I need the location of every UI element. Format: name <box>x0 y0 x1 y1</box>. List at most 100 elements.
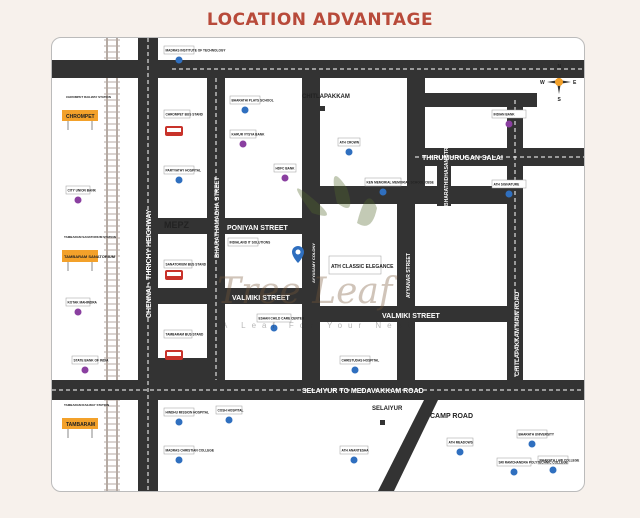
road-valmiki-right <box>320 306 510 322</box>
poi-label: INDIALAND IT SOLUTIONS <box>230 241 271 245</box>
poi-ath-classic-elegance[interactable]: ATH CLASSIC ELEGANCE <box>328 255 394 275</box>
poi-label: ATH CLASSIC ELEGANCE <box>331 264 394 270</box>
poi-madras-institute[interactable]: MADRAS INSTITUTE OF TECHNOLOGY <box>163 45 227 64</box>
poi-kotak[interactable]: KOTAK MAHINDRA <box>65 297 98 316</box>
bus-icon <box>165 126 183 136</box>
location-map[interactable]: CHENNAI - THRICHY HEIGHWAY BHARATHAMADHA… <box>51 37 585 492</box>
brand-watermark: Tree Leaf A Leaf For Your Nest <box>217 176 410 330</box>
poi-label-box <box>163 45 195 55</box>
school-icon <box>510 468 518 476</box>
poi-state-bank[interactable]: STATE BANK OF INDIA <box>71 355 109 374</box>
poi-karur-vysya[interactable]: KARUR VYSYA BANK <box>229 129 266 148</box>
school-icon <box>549 466 557 474</box>
road-centre-lines <box>52 38 584 491</box>
poi-ath-anantesha[interactable]: ATH ANANTESHA <box>339 445 370 464</box>
school-icon <box>241 106 249 114</box>
bank-icon <box>74 196 82 204</box>
poi-christudas[interactable]: CHRISTUDAS HOSPITAL <box>339 355 380 374</box>
poi-hindu-mission[interactable]: HINDHU MISSION HOSPITAL <box>163 407 209 426</box>
svg-text:TAMBARAM SANATORIUM STATION: TAMBARAM SANATORIUM STATION <box>64 235 116 239</box>
poi-hdfc[interactable]: HDFC BANK <box>273 163 297 182</box>
bank-icon <box>74 308 82 316</box>
poi-label: ESHAN CHILD CARE CENTER <box>259 317 305 321</box>
poi-label-box <box>163 445 195 455</box>
svg-text:CHROMPET: CHROMPET <box>66 114 95 120</box>
svg-text:S: S <box>558 97 562 103</box>
compass-rose-icon: N S E W <box>540 64 577 103</box>
poi-label: MADRAS INSTITUTE OF TECHNOLOGY <box>166 49 227 53</box>
school-icon <box>270 324 278 332</box>
poi-label: INDIAN BANK <box>494 113 516 117</box>
poi-label-box <box>328 255 382 275</box>
poi-label-box <box>339 355 371 365</box>
road-label-selaiyur-medavakkam: SELAIYUR TO MEDAVAKKAM ROAD <box>302 388 424 395</box>
poi-chrompet-bus[interactable]: CHROMPET BUS STAND <box>163 109 204 119</box>
station-chrompet: CHROMPET RAILWAY STATION CHROMPET <box>62 95 111 130</box>
poi-ath-meadows[interactable]: ATH MEADOWS <box>446 437 474 456</box>
poi-cosh[interactable]: COSH HOSPITAL <box>215 405 244 424</box>
poi-label: SRI RAMCHANDRA POLYTECHNIC COLLEGE <box>499 461 568 465</box>
poi-bharath-law[interactable]: BHARATH LAW COLLEGE <box>537 455 579 474</box>
area-label-chitlapakkam: CHITLAPAKKAM <box>302 94 350 100</box>
poi-label-box <box>516 429 548 439</box>
school-icon <box>528 440 536 448</box>
road-label-ayyanar: AYYANAR STREET <box>406 253 412 298</box>
poi-label: CHRISTUDAS HOSPITAL <box>342 359 380 363</box>
poi-label-box <box>491 179 527 189</box>
road-ayyanar <box>397 204 415 380</box>
poi-tambaram-bus[interactable]: TAMBARAM BUS STAND <box>163 329 204 339</box>
poi-label: BHARATH UNIVERSITY <box>519 433 555 437</box>
poi-sri-ramchandra[interactable]: SRI RAMCHANDRA POLYTECHNIC COLLEGE <box>496 457 568 476</box>
poi-label: KARUR VYSYA BANK <box>232 133 266 137</box>
poi-indian-bank[interactable]: INDIAN BANK <box>491 109 527 128</box>
poi-label: SANATORIUM BUS STAND <box>166 263 207 267</box>
road-top <box>52 60 584 78</box>
poi-bharath-univ[interactable]: BHARATH UNIVERSITY <box>516 429 555 448</box>
poi-city-union[interactable]: CITY UNION BANK <box>65 185 97 204</box>
poi-label: TAMBARAM BUS STAND <box>166 333 204 337</box>
poi-label: ATH ANANTESHA <box>342 449 370 453</box>
road-label-thirumurugan: THIRUMURUGAN SALAI <box>422 155 503 162</box>
location-pin-icon <box>505 190 513 198</box>
road-label-bharathamadha: BHARATHAMADHA STREET <box>215 177 221 258</box>
railway-track <box>104 38 120 491</box>
location-pin-icon <box>456 448 464 456</box>
svg-text:TAMBARAM: TAMBARAM <box>66 422 95 428</box>
road-label-poniyan: PONIYAN STREET <box>227 225 289 232</box>
poi-ken-memorial[interactable]: KEN MEMORIAL MEMORIAL SCHOOL CBSE <box>364 177 434 196</box>
poi-eshan-child[interactable]: ESHAN CHILD CARE CENTER <box>256 313 305 332</box>
poi-bharathi-playschool[interactable]: BHARATHI PLAYS SCHOOL <box>229 95 274 114</box>
road-valmiki-left <box>158 288 320 304</box>
poi-label-box <box>229 95 261 105</box>
poi-indialand[interactable]: INDIALAND IT SOLUTIONS <box>227 237 271 247</box>
poi-label-box <box>215 405 243 415</box>
poi-label-box <box>163 407 195 417</box>
hospital-icon <box>175 176 183 184</box>
svg-text:E: E <box>573 80 577 86</box>
poi-ath-crown[interactable]: ATH CROWN <box>337 137 361 156</box>
location-pin-icon[interactable] <box>292 246 304 263</box>
road-label-chennai-thrichy: CHENNAI - THRICHY HEIGHWAY <box>146 209 153 318</box>
area-label-mepz: MEPZ <box>164 220 190 230</box>
location-pin-icon <box>345 148 353 156</box>
poi-label-box <box>339 445 369 455</box>
road-top-right-h <box>407 93 537 107</box>
poi-label: HDFC BANK <box>276 167 296 171</box>
school-icon <box>379 188 387 196</box>
poi-label-box <box>256 313 292 323</box>
school-icon <box>175 456 183 464</box>
road-mid-horizontal <box>320 186 510 204</box>
svg-text:TAMBARAM RAILWAY STATION: TAMBARAM RAILWAY STATION <box>64 403 109 407</box>
poi-parthasarathy-hospital[interactable]: PARTVATHY HOSPITAL <box>163 165 201 184</box>
bank-icon <box>281 174 289 182</box>
poi-sanatorium-bus[interactable]: SANATORIUM BUS STAND <box>163 259 207 269</box>
poi-label-box <box>537 455 569 465</box>
poi-label-box <box>71 355 99 365</box>
poi-label: ATH SIGNATURE <box>494 183 520 187</box>
area-label-selaiyur: SELAIYUR <box>372 406 403 412</box>
svg-text:CHROMPET RAILWAY STATION: CHROMPET RAILWAY STATION <box>66 95 111 99</box>
bus-icon <box>165 270 183 280</box>
poi-ath-signature[interactable]: ATH SIGNATURE <box>491 179 527 198</box>
poi-madras-christian[interactable]: MADRAS CHRISTIAN COLLEGE <box>163 445 214 464</box>
school-icon <box>175 56 183 64</box>
